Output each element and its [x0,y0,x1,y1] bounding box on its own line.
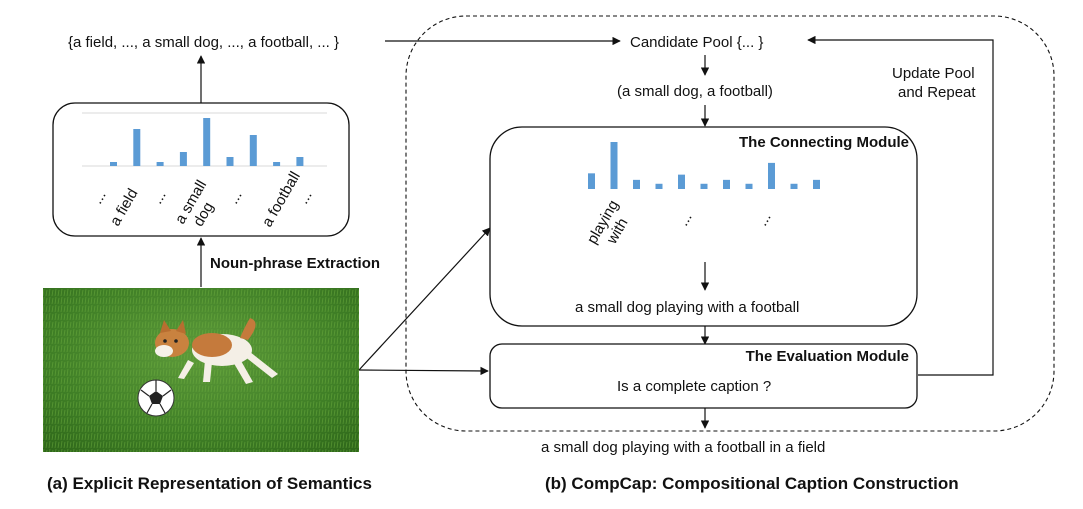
connecting-output-text: a small dog playing with a football [575,299,799,316]
histogram-bar-6 [226,157,234,166]
panel-b-caption: (b) CompCap: Compositional Caption Const… [545,474,959,493]
evaluation-module-box [489,343,918,409]
puppy-with-football-photo [43,288,359,452]
panel-a-caption: (a) Explicit Representation of Semantics [47,474,372,493]
evaluation-question-text: Is a complete caption ? [617,378,771,395]
update-pool-label-line2: and Repeat [898,84,976,101]
histogram-bar-3 [156,162,164,166]
arrow-photo-to-evaluation [358,366,489,376]
phrase-set-text: {a field, ..., a small dog, ..., a footb… [68,34,339,51]
compcap-loop-boundary [405,15,1055,432]
connecting-bar-11 [813,179,820,189]
histogram-bar-9 [296,157,304,166]
histogram-bar-4 [179,152,187,166]
connecting-histogram-bars [588,142,820,189]
connecting-bar-2 [610,142,618,189]
histogram-bar-8 [273,162,281,166]
connecting-module-box [489,126,918,327]
connecting-bar-7 [723,179,730,189]
connecting-bar-4 [655,183,663,189]
final-caption-text: a small dog playing with a football in a… [541,439,825,456]
connecting-bar-1 [588,173,595,189]
connecting-bar-9 [768,162,775,189]
connecting-bar-10 [790,183,798,189]
histogram-bar-7 [249,135,257,166]
update-pool-label-line1: Update Pool [892,65,975,82]
arrow-photo-to-connecting [358,227,491,371]
histogram-bar-5 [203,118,211,166]
evaluation-module-title: The Evaluation Module [746,348,909,365]
selected-pair-text: (a small dog, a football) [617,83,773,100]
histogram-bar-2 [133,129,141,166]
histogram-bar-1 [110,162,117,166]
connecting-bar-5 [678,174,685,189]
semantic-histogram-box [52,102,350,237]
candidate-pool-text: Candidate Pool {... } [630,34,763,51]
arrow-update-pool-feedback [807,35,994,376]
noun-phrase-extraction-label: Noun-phrase Extraction [210,255,380,272]
connecting-module-title: The Connecting Module [739,134,909,151]
connecting-bar-3 [633,179,640,189]
histogram-bars [110,118,304,166]
connecting-bar-8 [745,183,753,189]
connecting-bar-6 [700,183,708,189]
